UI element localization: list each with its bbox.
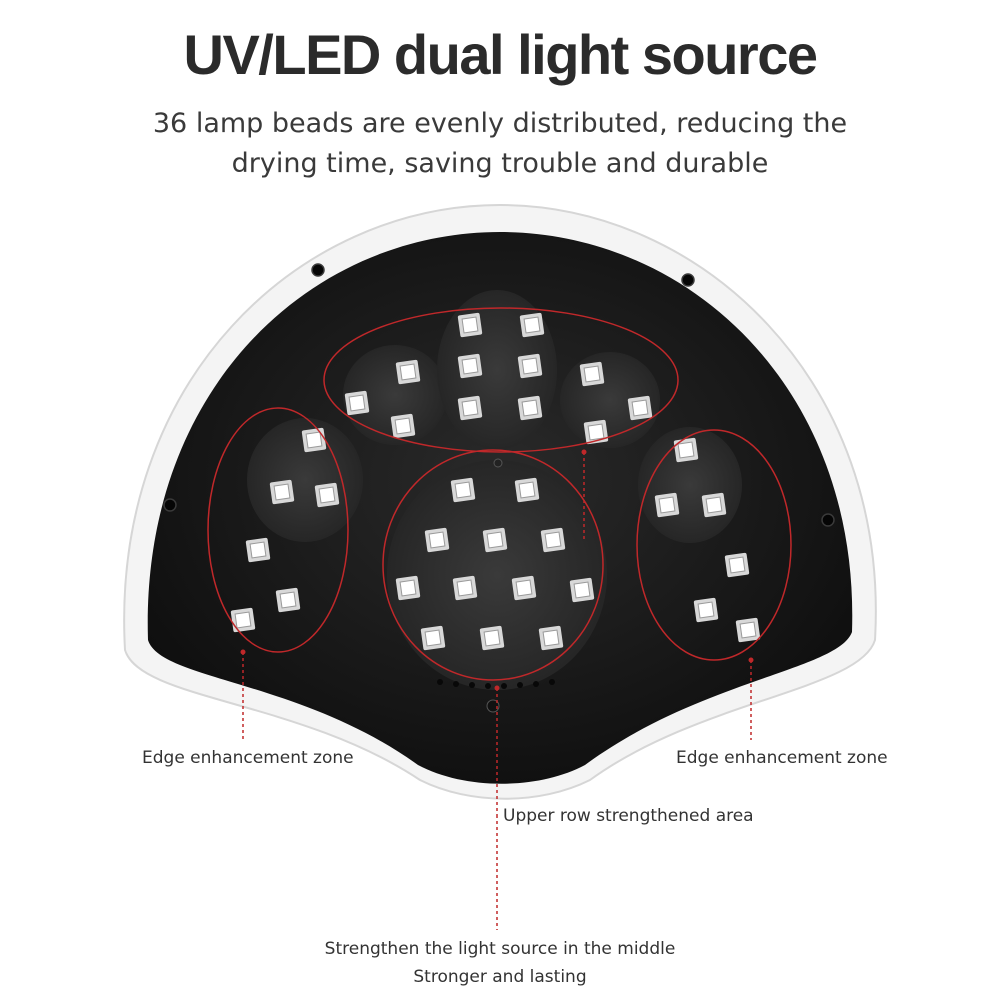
led-bead	[579, 361, 605, 387]
upper-row-label: Upper row strengthened area	[503, 806, 754, 826]
middle-zone-label-line1: Strengthen the light source in the middl…	[324, 939, 676, 959]
upper-zone-ring	[323, 307, 679, 453]
headline: UV/LED dual light source	[183, 23, 818, 86]
led-bead	[424, 527, 450, 553]
led-bead	[395, 575, 421, 601]
led-bead	[452, 575, 478, 601]
led-bead	[517, 395, 543, 421]
led-bead	[627, 395, 653, 421]
led-bead	[457, 312, 483, 338]
led-bead	[301, 427, 327, 453]
led-bead	[457, 353, 483, 379]
right-edge-zone-label: Edge enhancement zone	[676, 748, 888, 768]
middle-zone-label: Strengthen the light source in the middl…	[0, 935, 1000, 991]
led-bead	[390, 413, 416, 439]
middle-zone-ring	[382, 449, 604, 681]
led-bead	[735, 617, 761, 643]
subheadline: 36 lamp beads are evenly distributed, re…	[152, 108, 848, 179]
led-bead	[245, 537, 271, 563]
led-bead	[519, 312, 545, 338]
left-zone-ring	[207, 407, 349, 653]
led-bead	[514, 477, 540, 503]
led-bead	[583, 419, 609, 445]
led-beads	[230, 312, 761, 651]
led-bead	[673, 437, 699, 463]
screw-holes	[163, 263, 835, 527]
led-bead	[479, 625, 505, 651]
led-bead	[420, 625, 446, 651]
led-bead	[395, 359, 421, 385]
led-bead	[314, 482, 340, 508]
led-bead	[724, 552, 750, 578]
led-bead	[517, 353, 543, 379]
led-bead	[569, 577, 595, 603]
highlight-rings	[207, 307, 792, 681]
led-bead	[275, 587, 301, 613]
left-edge-zone-label: Edge enhancement zone	[142, 748, 354, 768]
led-bead	[511, 575, 537, 601]
right-zone-ring	[636, 429, 792, 661]
leader-lines	[242, 452, 752, 930]
led-bead	[538, 625, 564, 651]
middle-zone-label-line2: Stronger and lasting	[413, 967, 587, 987]
led-bead	[269, 479, 295, 505]
sensor-dots	[437, 458, 555, 713]
led-bead	[654, 492, 680, 518]
led-bead	[693, 597, 719, 623]
led-bead	[540, 527, 566, 553]
led-bead	[457, 395, 483, 421]
led-bead	[482, 527, 508, 553]
led-bead	[450, 477, 476, 503]
led-bead	[344, 390, 370, 416]
led-bead	[701, 492, 727, 518]
led-bead	[230, 607, 256, 633]
